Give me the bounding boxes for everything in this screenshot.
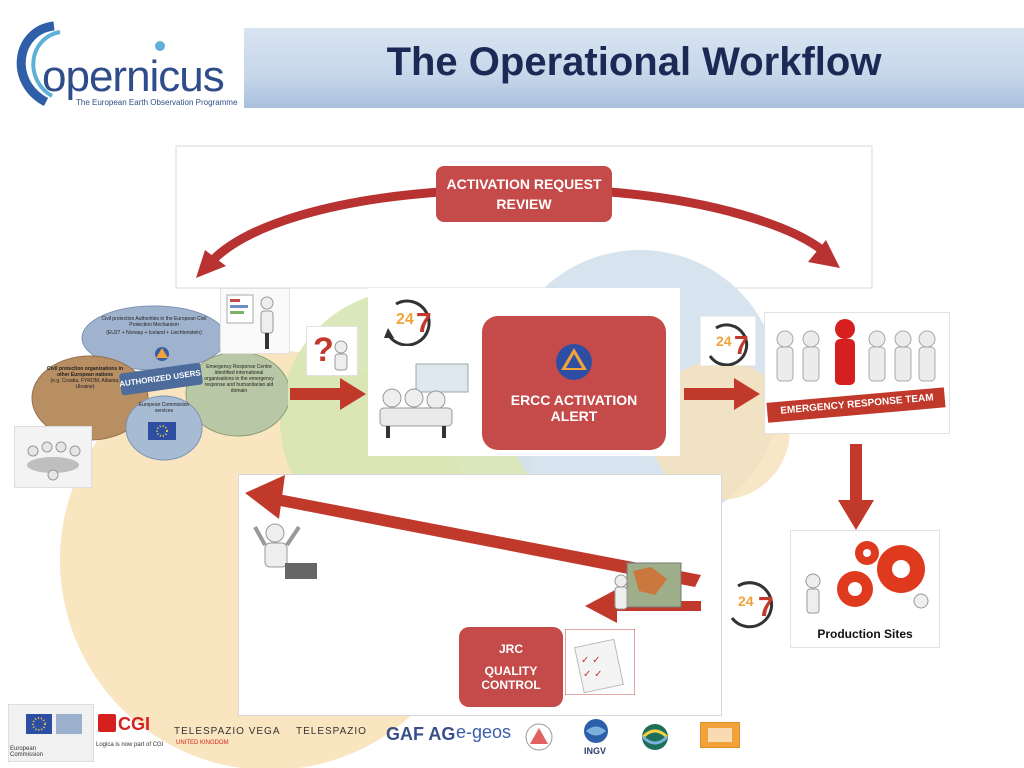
telespazio-vega-sub: UNITED KINGDOM [176, 740, 229, 746]
gears-image [805, 541, 929, 614]
svg-text:24: 24 [738, 593, 754, 609]
logo-subtitle: The European Earth Observation Programme [76, 98, 238, 107]
arrow-ert-to-production [838, 444, 874, 530]
jrc-line3: CONTROL [481, 678, 541, 692]
production-sites-panel: Production Sites [790, 530, 940, 648]
review-label: REVIEW [496, 196, 552, 212]
operators-image [379, 363, 469, 438]
jrc-line2: QUALITY [484, 664, 538, 678]
activation-request-review-box: ACTIVATION REQUEST REVIEW [436, 166, 612, 222]
ercc-panel: 24 7 ERCC ACTIVATION ALERT [368, 288, 680, 456]
gafag-logo: GAF AG [386, 724, 456, 744]
user-with-laptop-image [253, 523, 317, 579]
ec-logo-icon [8, 704, 94, 762]
ec-label: European Commission [10, 746, 44, 758]
ercc-line2: ALERT [550, 408, 598, 424]
bubble-right-text: Emergency Response Centre identified int… [204, 364, 274, 394]
production-sites-label: Production Sites [817, 627, 913, 641]
map-image [614, 562, 682, 610]
clock-247-icon: 24 7 [384, 299, 432, 346]
svg-text:✓ ✓: ✓ ✓ [583, 669, 603, 680]
partner-emblem-icon [525, 723, 553, 751]
team-figures-image [766, 319, 946, 423]
copernicus-swoosh-icon [16, 21, 165, 106]
emergency-response-team-panel: EMERGENCY RESPONSE TEAM [764, 312, 950, 434]
activation-request-label: ACTIVATION REQUEST [446, 176, 602, 192]
svg-text:✓ ✓: ✓ ✓ [581, 655, 601, 666]
svg-text:24: 24 [716, 333, 732, 349]
checklist-image: ✓ ✓ ✓ ✓ [565, 629, 635, 695]
page-title: The Operational Workflow [386, 40, 882, 84]
meeting-people-image [14, 426, 92, 488]
svg-text:7: 7 [734, 330, 748, 360]
clock-247-icon-production: 24 7 [730, 581, 774, 629]
header-bar [244, 28, 1024, 108]
cgi-sub: Logica is now part of CGI [96, 742, 164, 748]
ingv-globe-icon [584, 719, 608, 743]
bubble-left-text: Civil protection organizations in other … [46, 366, 124, 390]
partner-flag-icon [700, 722, 740, 748]
jrc-line1: JRC [498, 642, 523, 656]
civil-protection-emblem-icon [556, 344, 592, 380]
authorized-users-cluster: Civil protection Authorities in the Euro… [14, 288, 288, 486]
telespazio-vega-logo: TELESPAZIO VEGA [174, 726, 281, 737]
telespazio-logo: TELESPAZIO [296, 726, 367, 737]
svg-text:7: 7 [758, 591, 774, 622]
clock-247-icon-ert: 24 7 [700, 316, 756, 366]
arrow-ercc-to-ert [684, 378, 760, 410]
ingv-logo: INGV [584, 746, 607, 756]
ercc-activation-alert-box: ERCC ACTIVATION ALERT [482, 316, 666, 450]
jrc-quality-control-box: JRC QUALITY CONTROL [459, 627, 563, 707]
cgi-logo: CGI [118, 714, 151, 734]
bubble-top-text: Civil protection Authorities in the Euro… [101, 316, 207, 336]
bubble-bottom-text: European Commission services [138, 402, 190, 414]
delivery-panel: JRC QUALITY CONTROL ✓ ✓ ✓ ✓ [238, 474, 722, 716]
svg-text:?: ? [313, 331, 334, 369]
svg-text:7: 7 [416, 307, 432, 338]
partner-globe-icon [641, 724, 669, 750]
presenter-image [220, 288, 290, 354]
svg-text:24: 24 [396, 311, 414, 328]
question-person-image: ? [306, 326, 358, 376]
cgi-icon [98, 714, 116, 732]
arrow-users-to-ercc [290, 378, 366, 410]
egeos-logo: e-geos [456, 722, 512, 742]
ercc-line1: ERCC ACTIVATION [510, 392, 638, 408]
logo-wordmark: opernicus [42, 52, 225, 101]
partner-logos-footer: European Commission CGI Logica is now pa… [0, 700, 1024, 768]
copernicus-logo: opernicus The European Earth Observation… [6, 12, 242, 108]
